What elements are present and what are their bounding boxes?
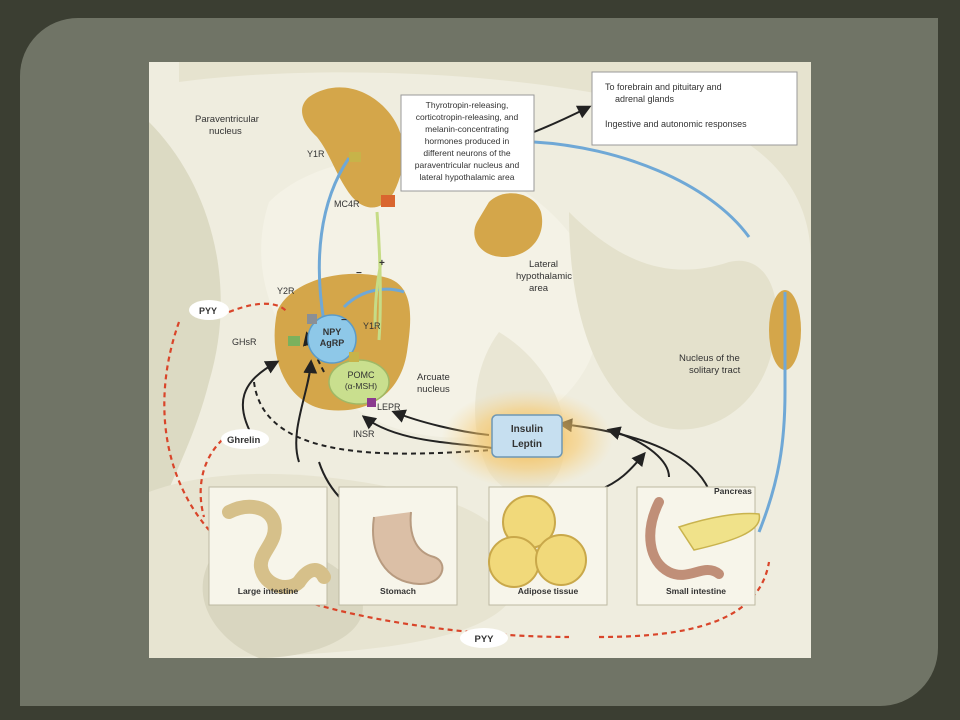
forebrain-line-1: To forebrain and pituitary and	[605, 82, 722, 92]
lateral-label-2: hypothalamic	[516, 271, 572, 282]
pancreas-label: Pancreas	[714, 486, 752, 496]
mc4r-receptor	[381, 195, 395, 207]
pomc-label: POMC	[348, 370, 376, 380]
adipose-label: Adipose tissue	[518, 586, 579, 596]
lateral-label-1: Lateral	[529, 259, 558, 270]
arcuate-label-1: Arcuate	[417, 372, 450, 383]
hormones-box	[400, 94, 535, 192]
y2r-label: Y2R	[277, 286, 295, 296]
insr-label: INSR	[353, 429, 375, 439]
appetite-regulation-diagram: Paraventricular nucleus Thyrotropin-rele…	[149, 62, 811, 658]
y1r-receptor	[349, 152, 361, 162]
paraventricular-label-2: nucleus	[209, 126, 242, 137]
y1r-arc-receptor	[349, 352, 359, 362]
pyy-bottom-bubble	[460, 628, 508, 648]
hypothalamus-figure: Paraventricular nucleus Thyrotropin-rele…	[149, 62, 811, 658]
plus-sign: +	[379, 258, 385, 269]
lateral-label-3: area	[529, 283, 549, 294]
lateral-hypothalamic-shape	[474, 193, 543, 257]
arcuate-label-2: nucleus	[417, 384, 450, 395]
y1r-arc-label: Y1R	[363, 321, 381, 331]
solitary-label-1: Nucleus of the	[679, 353, 740, 364]
hormones-line-4: hormones produced in	[425, 136, 510, 146]
small-intestine-label: Small intestine	[666, 586, 726, 596]
y2r-receptor	[307, 314, 317, 324]
msh-label: (α-MSH)	[345, 381, 377, 391]
leptin-label: Leptin	[512, 439, 542, 450]
insulin-label: Insulin	[511, 424, 543, 435]
hormones-line-6: paraventricular nucleus and	[415, 160, 520, 170]
hormones-line-5: different neurons of the	[423, 148, 511, 158]
lepr-receptor	[367, 398, 376, 407]
forebrain-box	[591, 71, 798, 146]
npy-label: NPY	[323, 327, 342, 337]
stomach-label: Stomach	[380, 586, 416, 596]
paraventricular-nucleus-shape	[302, 87, 404, 208]
paraventricular-label-1: Paraventricular	[195, 114, 259, 125]
ghrelin-label: Ghrelin	[227, 435, 260, 446]
mc4r-label: MC4R	[334, 199, 360, 209]
pyy-bottom-label: PYY	[474, 634, 494, 645]
minus-sign-1: −	[356, 268, 362, 279]
solitary-label-2: solitary tract	[689, 365, 741, 376]
pyy-top-label: PYY	[199, 306, 217, 316]
y1r-top-label: Y1R	[307, 149, 325, 159]
ghrelin-bubble	[221, 429, 269, 449]
hormones-line-1: Thyrotropin-releasing,	[426, 100, 509, 110]
receptors	[288, 152, 395, 407]
forebrain-line-2: adrenal glands	[615, 94, 675, 104]
hormones-line-2: corticotropin-releasing, and	[416, 112, 519, 122]
large-intestine-label: Large intestine	[238, 586, 299, 596]
minus-sign-2: −	[341, 315, 347, 326]
tissue-panels	[208, 486, 761, 606]
ingestive-label: Ingestive and autonomic responses	[605, 119, 747, 129]
agrp-label: AgRP	[320, 338, 345, 348]
npy-agrp-cell	[307, 314, 357, 364]
ghsr-receptor	[288, 336, 300, 346]
lepr-label: LEPR	[377, 402, 401, 412]
neural-paths	[317, 140, 787, 533]
pyy-top-bubble	[189, 300, 229, 320]
pomc-paths	[373, 211, 383, 341]
hormones-line-3: melanin-concentrating	[425, 124, 509, 134]
insulin-leptin-box	[491, 414, 563, 458]
hormones-line-7: lateral hypothalamic area	[420, 172, 515, 182]
ghsr-label: GHsR	[232, 337, 257, 347]
text-labels: Paraventricular nucleus Thyrotropin-rele…	[195, 82, 752, 645]
